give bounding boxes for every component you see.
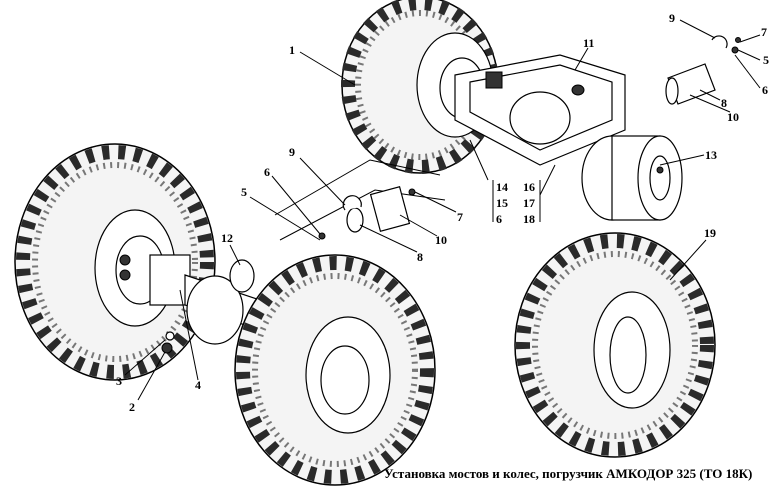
rear-axle-frame (454, 54, 626, 166)
callout-14: 14 (496, 180, 508, 194)
callout-5-top: 5 (763, 53, 769, 67)
callouts: 1 11 9 7 5 6 8 10 13 14 15 6 16 17 18 9 … (116, 11, 769, 414)
callout-6-mid: 6 (496, 212, 502, 226)
callout-19: 19 (704, 226, 716, 240)
callout-8-mid: 8 (417, 250, 423, 264)
cardan-parts-middle (274, 159, 446, 241)
callout-1: 1 (289, 43, 295, 57)
callout-16: 16 (523, 180, 535, 194)
leader-lines (124, 19, 761, 401)
callout-10-mid: 10 (435, 233, 447, 247)
cardan-shaft-top (665, 35, 741, 105)
callout-7-top: 7 (761, 25, 767, 39)
callout-18: 18 (523, 212, 535, 226)
washer (165, 331, 175, 341)
callout-9-mid: 9 (289, 145, 295, 159)
wheel-hub (581, 135, 683, 221)
callout-11: 11 (583, 36, 594, 50)
wheel-19 (514, 232, 716, 458)
callout-13: 13 (705, 148, 717, 162)
callout-6-top: 6 (762, 83, 768, 97)
callout-3: 3 (116, 374, 122, 388)
callout-9-top: 9 (669, 11, 675, 25)
callout-17: 17 (523, 196, 535, 210)
front-axle (149, 254, 261, 345)
callout-6-left: 6 (264, 165, 270, 179)
callout-10-top: 10 (727, 110, 739, 124)
front-wheel-right (234, 254, 436, 486)
callout-5-mid: 5 (241, 185, 247, 199)
callout-15: 15 (496, 196, 508, 210)
callout-4: 4 (195, 378, 201, 392)
callout-8-top: 8 (721, 96, 727, 110)
nut (161, 342, 173, 354)
callout-7-mid: 7 (457, 210, 463, 224)
diagram-caption: Установка мостов и колес, погрузчик АМКО… (384, 466, 753, 481)
front-wheel-left (14, 143, 216, 381)
callout-12: 12 (221, 231, 233, 245)
callout-2: 2 (129, 400, 135, 414)
